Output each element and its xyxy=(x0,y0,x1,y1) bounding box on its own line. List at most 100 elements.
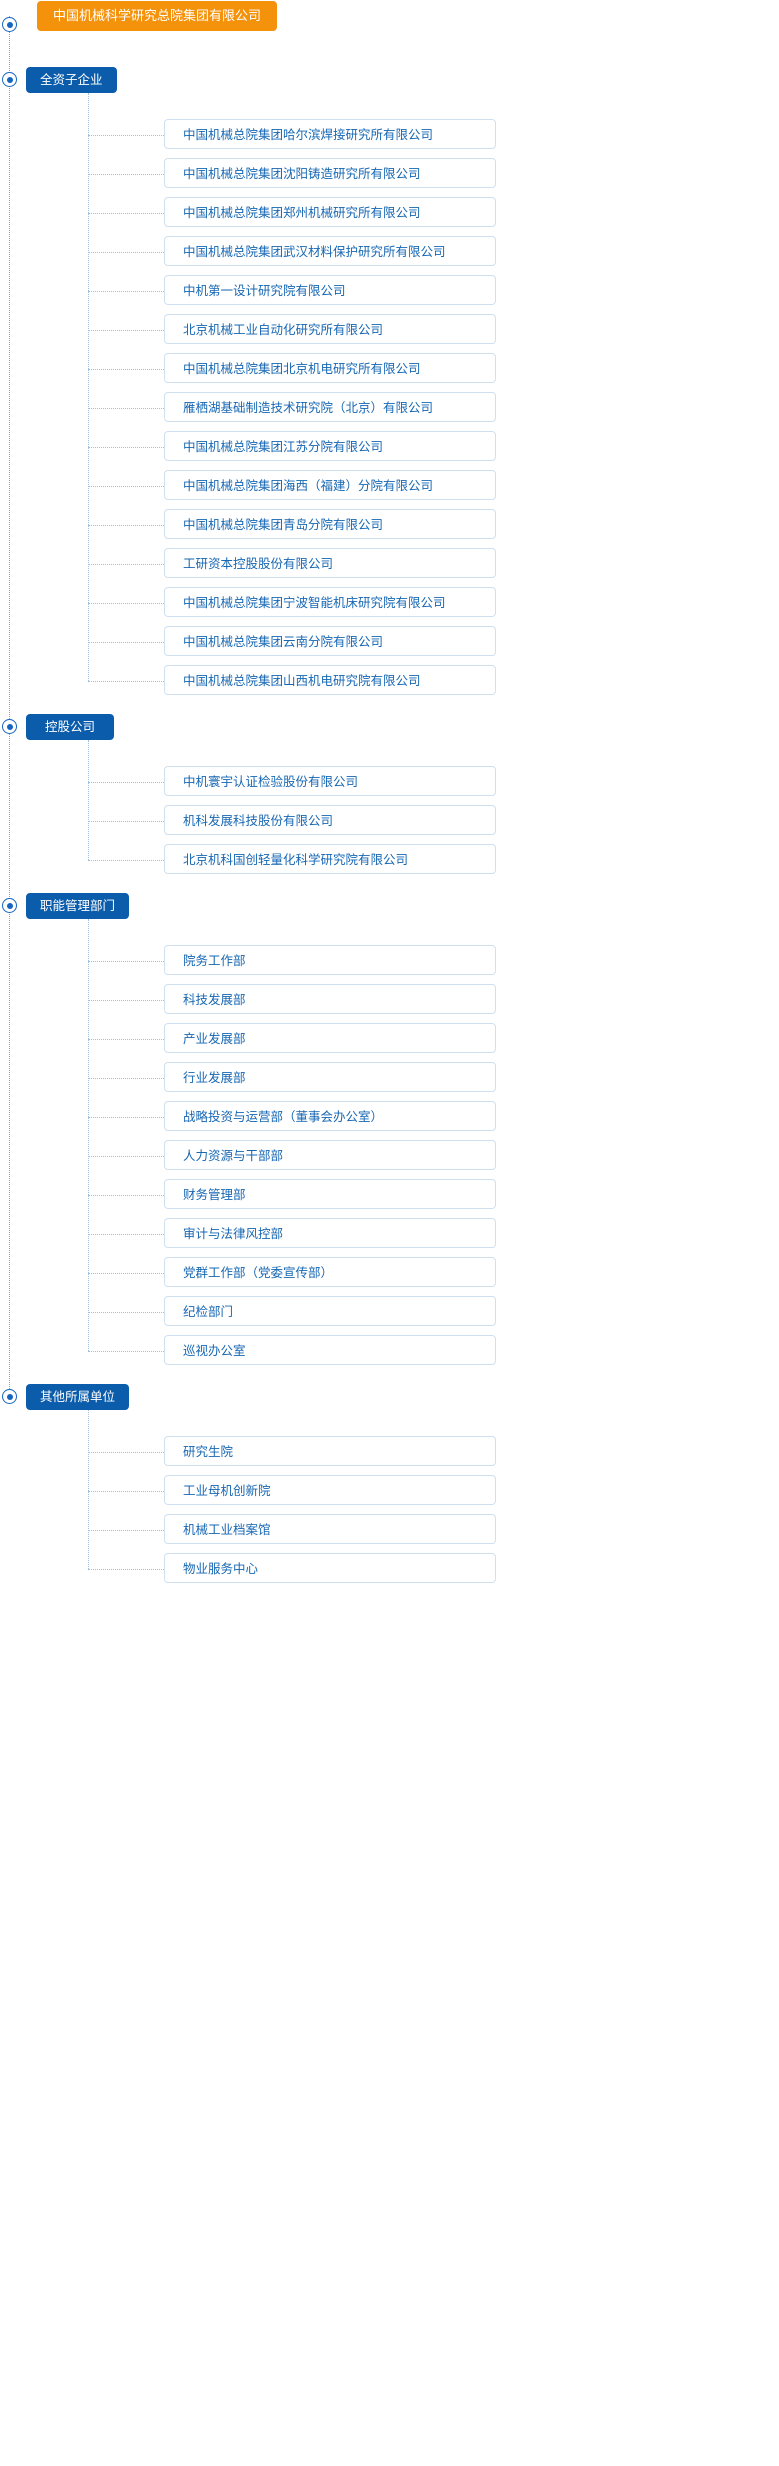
org-unit-card[interactable]: 中国机械总院集团云南分院有限公司 xyxy=(164,626,496,656)
list-item: 中国机械总院集团郑州机械研究所有限公司 xyxy=(0,194,779,233)
group-header-row: 职能管理部门 xyxy=(0,880,779,942)
org-unit-card[interactable]: 中国机械总院集团哈尔滨焊接研究所有限公司 xyxy=(164,119,496,149)
list-item: 雁栖湖基础制造技术研究院（北京）有限公司 xyxy=(0,389,779,428)
item-connector-line xyxy=(88,252,164,253)
category-header[interactable]: 职能管理部门 xyxy=(26,893,130,919)
item-connector-line xyxy=(88,213,164,214)
list-item: 人力资源与干部部 xyxy=(0,1137,779,1176)
org-unit-card[interactable]: 中机寰宇认证检验股份有限公司 xyxy=(164,766,496,796)
root-node[interactable]: 中国机械科学研究总院集团有限公司 xyxy=(37,1,278,31)
branch-spine xyxy=(88,93,89,681)
org-unit-card[interactable]: 工研资本控股股份有限公司 xyxy=(164,548,496,578)
groups-container: 全资子企业中国机械总院集团哈尔滨焊接研究所有限公司中国机械总院集团沈阳铸造研究所… xyxy=(0,54,779,1589)
org-unit-card[interactable]: 中国机械总院集团青岛分院有限公司 xyxy=(164,509,496,539)
org-unit-card[interactable]: 中国机械总院集团郑州机械研究所有限公司 xyxy=(164,197,496,227)
org-unit-card[interactable]: 物业服务中心 xyxy=(164,1553,496,1583)
category-header[interactable]: 控股公司 xyxy=(26,714,114,740)
item-connector-line xyxy=(88,1569,164,1570)
list-item: 北京机械工业自动化研究所有限公司 xyxy=(0,311,779,350)
list-item: 中国机械总院集团江苏分院有限公司 xyxy=(0,428,779,467)
group-header-row: 控股公司 xyxy=(0,701,779,763)
item-connector-line xyxy=(88,174,164,175)
item-connector-line xyxy=(88,1039,164,1040)
item-connector-line xyxy=(88,642,164,643)
item-connector-line xyxy=(88,1273,164,1274)
item-connector-line xyxy=(88,447,164,448)
org-unit-card[interactable]: 科技发展部 xyxy=(164,984,496,1014)
org-unit-card[interactable]: 中国机械总院集团山西机电研究院有限公司 xyxy=(164,665,496,695)
category-header[interactable]: 其他所属单位 xyxy=(26,1384,130,1410)
list-item: 中国机械总院集团山西机电研究院有限公司 xyxy=(0,662,779,701)
main-tree-spine xyxy=(9,16,10,1397)
root-node-row: 中国机械科学研究总院集团有限公司 xyxy=(0,0,779,54)
group-header-row: 其他所属单位 xyxy=(0,1371,779,1433)
list-item: 中国机械总院集团青岛分院有限公司 xyxy=(0,506,779,545)
org-chart: 中国机械科学研究总院集团有限公司 全资子企业中国机械总院集团哈尔滨焊接研究所有限… xyxy=(0,0,779,1595)
list-item: 科技发展部 xyxy=(0,981,779,1020)
group-items: 研究生院工业母机创新院机械工业档案馆物业服务中心 xyxy=(0,1410,779,1589)
group-items: 院务工作部科技发展部产业发展部行业发展部战略投资与运营部（董事会办公室） 人力资源… xyxy=(0,919,779,1371)
item-connector-line xyxy=(88,1530,164,1531)
org-unit-card[interactable]: 中国机械总院集团武汉材料保护研究所有限公司 xyxy=(164,236,496,266)
item-connector-line xyxy=(88,486,164,487)
org-unit-card[interactable]: 财务管理部 xyxy=(164,1179,496,1209)
radio-target-icon xyxy=(2,719,17,734)
list-item: 战略投资与运营部（董事会办公室） xyxy=(0,1098,779,1137)
org-unit-card[interactable]: 工业母机创新院 xyxy=(164,1475,496,1505)
item-connector-line xyxy=(88,564,164,565)
org-unit-card[interactable]: 纪检部门 xyxy=(164,1296,496,1326)
branch-spine xyxy=(88,919,89,1351)
item-connector-line xyxy=(88,1195,164,1196)
org-unit-card[interactable]: 人力资源与干部部 xyxy=(164,1140,496,1170)
org-unit-card[interactable]: 产业发展部 xyxy=(164,1023,496,1053)
group-1: 控股公司中机寰宇认证检验股份有限公司机科发展科技股份有限公司北京机科国创轻量化科… xyxy=(0,701,779,880)
item-connector-line xyxy=(88,1156,164,1157)
list-item: 机械工业档案馆 xyxy=(0,1511,779,1550)
org-unit-card[interactable]: 行业发展部 xyxy=(164,1062,496,1092)
item-connector-line xyxy=(88,1234,164,1235)
item-connector-line xyxy=(88,369,164,370)
item-connector-line xyxy=(88,603,164,604)
item-connector-line xyxy=(88,330,164,331)
org-unit-card[interactable]: 院务工作部 xyxy=(164,945,496,975)
org-unit-card[interactable]: 中国机械总院集团北京机电研究所有限公司 xyxy=(164,353,496,383)
group-2: 职能管理部门院务工作部科技发展部产业发展部行业发展部战略投资与运营部（董事会办公… xyxy=(0,880,779,1371)
radio-target-icon xyxy=(2,72,17,87)
list-item: 中国机械总院集团沈阳铸造研究所有限公司 xyxy=(0,155,779,194)
group-items: 中机寰宇认证检验股份有限公司机科发展科技股份有限公司北京机科国创轻量化科学研究院… xyxy=(0,740,779,880)
item-connector-line xyxy=(88,1000,164,1001)
group-items: 中国机械总院集团哈尔滨焊接研究所有限公司中国机械总院集团沈阳铸造研究所有限公司中… xyxy=(0,93,779,701)
item-connector-line xyxy=(88,1351,164,1352)
item-connector-line xyxy=(88,961,164,962)
org-unit-card[interactable]: 审计与法律风控部 xyxy=(164,1218,496,1248)
org-unit-card[interactable]: 党群工作部（党委宣传部） xyxy=(164,1257,496,1287)
org-unit-card[interactable]: 中国机械总院集团沈阳铸造研究所有限公司 xyxy=(164,158,496,188)
org-unit-card[interactable]: 北京机科国创轻量化科学研究院有限公司 xyxy=(164,844,496,874)
category-header[interactable]: 全资子企业 xyxy=(26,67,117,93)
item-connector-line xyxy=(88,782,164,783)
list-item: 物业服务中心 xyxy=(0,1550,779,1589)
org-unit-card[interactable]: 雁栖湖基础制造技术研究院（北京）有限公司 xyxy=(164,392,496,422)
item-connector-line xyxy=(88,1117,164,1118)
list-item: 审计与法律风控部 xyxy=(0,1215,779,1254)
list-item: 巡视办公室 xyxy=(0,1332,779,1371)
item-connector-line xyxy=(88,860,164,861)
list-item: 机科发展科技股份有限公司 xyxy=(0,802,779,841)
org-unit-card[interactable]: 中国机械总院集团宁波智能机床研究院有限公司 xyxy=(164,587,496,617)
org-unit-card[interactable]: 中国机械总院集团江苏分院有限公司 xyxy=(164,431,496,461)
list-item: 研究生院 xyxy=(0,1433,779,1472)
org-unit-card[interactable]: 北京机械工业自动化研究所有限公司 xyxy=(164,314,496,344)
item-connector-line xyxy=(88,1452,164,1453)
group-0: 全资子企业中国机械总院集团哈尔滨焊接研究所有限公司中国机械总院集团沈阳铸造研究所… xyxy=(0,54,779,701)
org-unit-card[interactable]: 研究生院 xyxy=(164,1436,496,1466)
org-unit-card[interactable]: 中机第一设计研究院有限公司 xyxy=(164,275,496,305)
org-unit-card[interactable]: 机科发展科技股份有限公司 xyxy=(164,805,496,835)
radio-target-icon xyxy=(2,898,17,913)
org-unit-card[interactable]: 战略投资与运营部（董事会办公室） xyxy=(164,1101,496,1131)
org-unit-card[interactable]: 巡视办公室 xyxy=(164,1335,496,1365)
group-3: 其他所属单位研究生院工业母机创新院机械工业档案馆物业服务中心 xyxy=(0,1371,779,1589)
org-unit-card[interactable]: 中国机械总院集团海西（福建）分院有限公司 xyxy=(164,470,496,500)
list-item: 财务管理部 xyxy=(0,1176,779,1215)
org-unit-card[interactable]: 机械工业档案馆 xyxy=(164,1514,496,1544)
list-item: 纪检部门 xyxy=(0,1293,779,1332)
